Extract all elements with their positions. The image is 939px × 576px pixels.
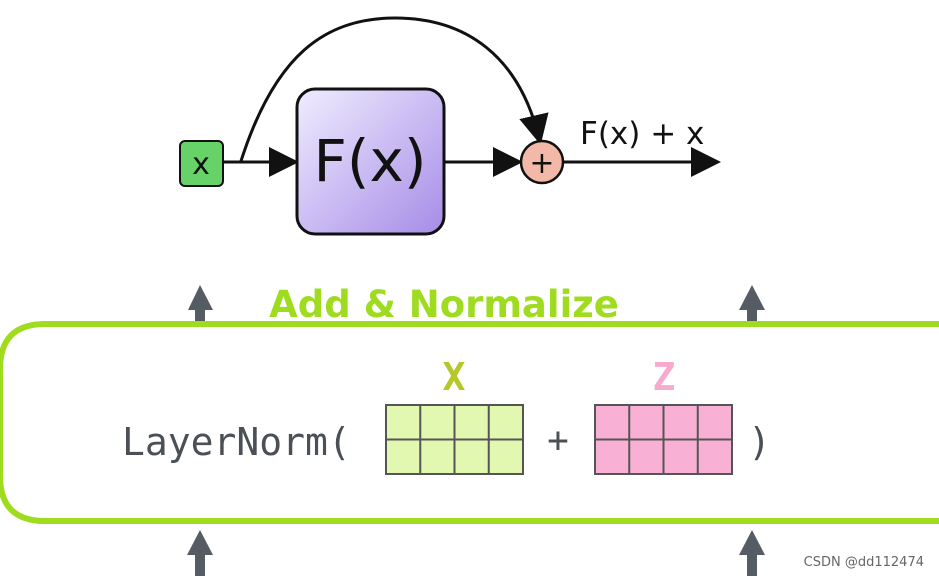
plus-node <box>519 139 565 185</box>
arrow-head <box>739 285 765 310</box>
close-paren: ) <box>748 420 771 464</box>
up-arrow-bottom-right <box>739 530 765 576</box>
output-label: F(x) + x <box>580 116 704 152</box>
skip-connection-arrow <box>239 16 549 162</box>
up-arrow-bottom-left <box>187 530 213 576</box>
matrix-x <box>385 404 524 475</box>
add-normalize-block: Add & Normalize LayerNorm( X + Z ) <box>0 283 939 576</box>
arrow-head <box>188 285 213 310</box>
function-label: F(x) <box>314 127 427 195</box>
input-node <box>179 140 224 187</box>
plus-text: + <box>547 420 569 461</box>
arrow-stem <box>195 553 205 576</box>
function-box <box>295 87 446 236</box>
matrix-z <box>594 404 733 475</box>
up-arrow-top-right <box>739 285 765 322</box>
add-normalize-border <box>0 321 939 524</box>
up-arrow-top-left <box>188 285 213 322</box>
add-normalize-title: Add & Normalize <box>269 283 619 326</box>
matrix-x-label: X <box>443 355 466 399</box>
residual-block: x F(x) + F(x) + x <box>179 16 721 236</box>
arrow-stem <box>195 308 205 322</box>
arrow-stem <box>747 553 757 576</box>
input-label: x <box>192 147 210 182</box>
plus-symbol: + <box>529 146 554 181</box>
layernorm-text: LayerNorm( <box>122 420 351 464</box>
matrix-z-label: Z <box>653 355 676 399</box>
arrow-head <box>739 530 765 555</box>
arrow-head <box>187 530 213 555</box>
watermark: CSDN @dd112474 <box>804 555 924 570</box>
arrow-stem <box>747 308 757 322</box>
